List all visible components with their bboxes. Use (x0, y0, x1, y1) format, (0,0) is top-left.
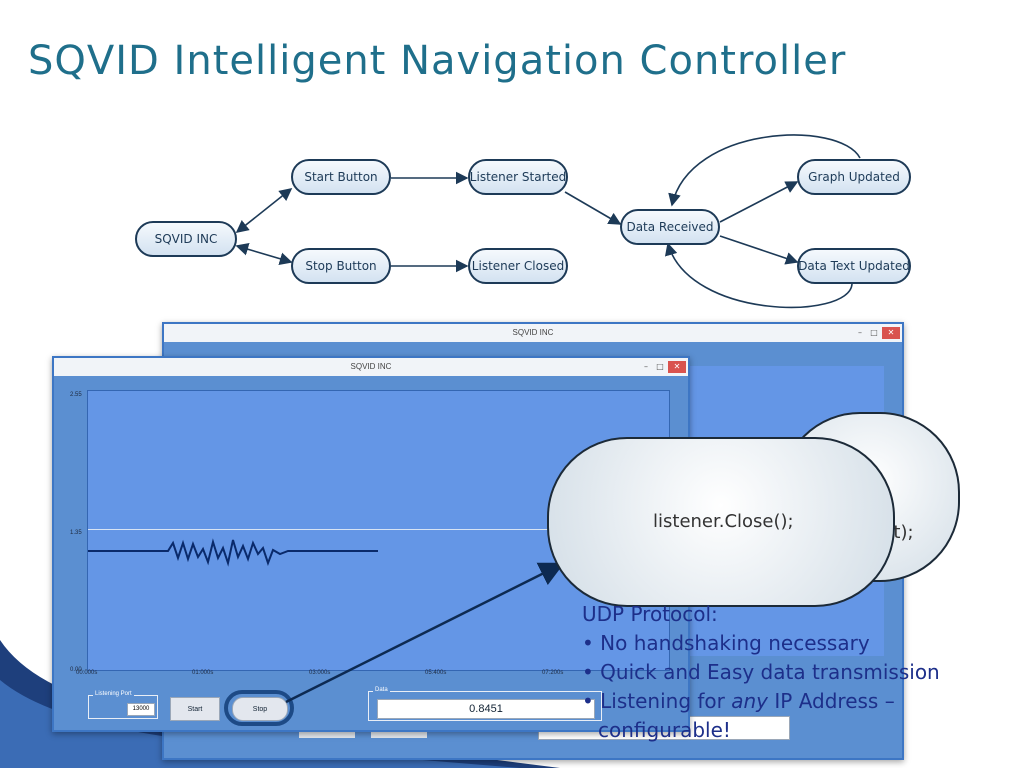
x-tick: 05:400s (425, 670, 447, 676)
listening-port-group: Listening Port 13000 (88, 691, 158, 719)
node-stop-button: Stop Button (291, 248, 391, 284)
flow-diagram (235, 134, 861, 309)
signal-trace (88, 538, 378, 567)
arrow-sqvid-stop (235, 243, 293, 265)
node-sqvid-inc: SQVID INC (135, 221, 237, 257)
data-group: Data 0.8451 (368, 687, 602, 721)
notes-bullet-text: IP Address – (768, 689, 895, 713)
back-window-title: SQVID INC (164, 324, 902, 342)
notes-bullet-text: • Listening for (582, 689, 732, 713)
node-start-button: Start Button (291, 159, 391, 195)
notes-heading: UDP Protocol: (582, 602, 718, 626)
listening-port-label: Listening Port (93, 691, 134, 697)
arrow-data-text (719, 235, 799, 265)
x-tick: 03:000s (309, 670, 331, 676)
y-tick-bottom: 0.00 (70, 667, 82, 673)
maximize-icon[interactable]: □ (656, 362, 664, 371)
notes-bullet: • No handshaking necessary (582, 631, 870, 655)
maximize-icon[interactable]: □ (870, 328, 878, 337)
front-window-title: SQVID INC (54, 358, 688, 376)
start-button[interactable]: Start (170, 697, 220, 721)
y-tick-top: 2.55 (70, 392, 82, 398)
node-data-received: Data Received (620, 209, 720, 245)
close-icon[interactable]: ✕ (668, 361, 686, 373)
notes-bullet: • Listening for any IP Address – (582, 687, 940, 716)
minimize-icon[interactable]: – (858, 328, 862, 337)
minimize-icon[interactable]: – (644, 362, 648, 371)
node-listener-closed: Listener Closed (468, 248, 568, 284)
x-tick: 07:200s (542, 670, 564, 676)
arrow-listener-data (564, 191, 622, 225)
x-tick: 00:000s (76, 670, 98, 676)
close-icon[interactable]: ✕ (882, 327, 900, 339)
slide-title: SQVID Intelligent Navigation Controller (28, 38, 847, 84)
node-listener-started: Listener Started (468, 159, 568, 195)
x-tick: 01:000s (192, 670, 214, 676)
plot-midline (88, 529, 669, 530)
arrow-sqvid-start (235, 188, 293, 233)
data-label: Data (373, 687, 390, 693)
back-window-controls: – □ ✕ (854, 324, 900, 342)
arrow-text-loop (664, 242, 853, 309)
notes-bullet: • Quick and Easy data transmission (582, 660, 940, 684)
front-window-controls: – □ ✕ (640, 358, 686, 376)
listening-port-input[interactable]: 13000 (127, 703, 155, 716)
notes-emphasis: any (731, 689, 769, 713)
signal-line (88, 538, 378, 567)
node-data-text-updated: Data Text Updated (797, 248, 911, 284)
node-graph-updated: Graph Updated (797, 159, 911, 195)
udp-notes: UDP Protocol: • No handshaking necessary… (582, 600, 940, 745)
callout-text: listener.Close(); (653, 511, 794, 532)
stop-button-highlight (224, 690, 294, 726)
data-value-field[interactable]: 0.8451 (377, 699, 595, 719)
y-tick-mid: 1.35 (70, 530, 82, 536)
notes-continuation: configurable! (598, 718, 731, 742)
arrow-graph-loop (668, 134, 861, 207)
callout-bubble: listener.Close(); (547, 437, 895, 607)
arrow-data-graph (719, 181, 799, 223)
